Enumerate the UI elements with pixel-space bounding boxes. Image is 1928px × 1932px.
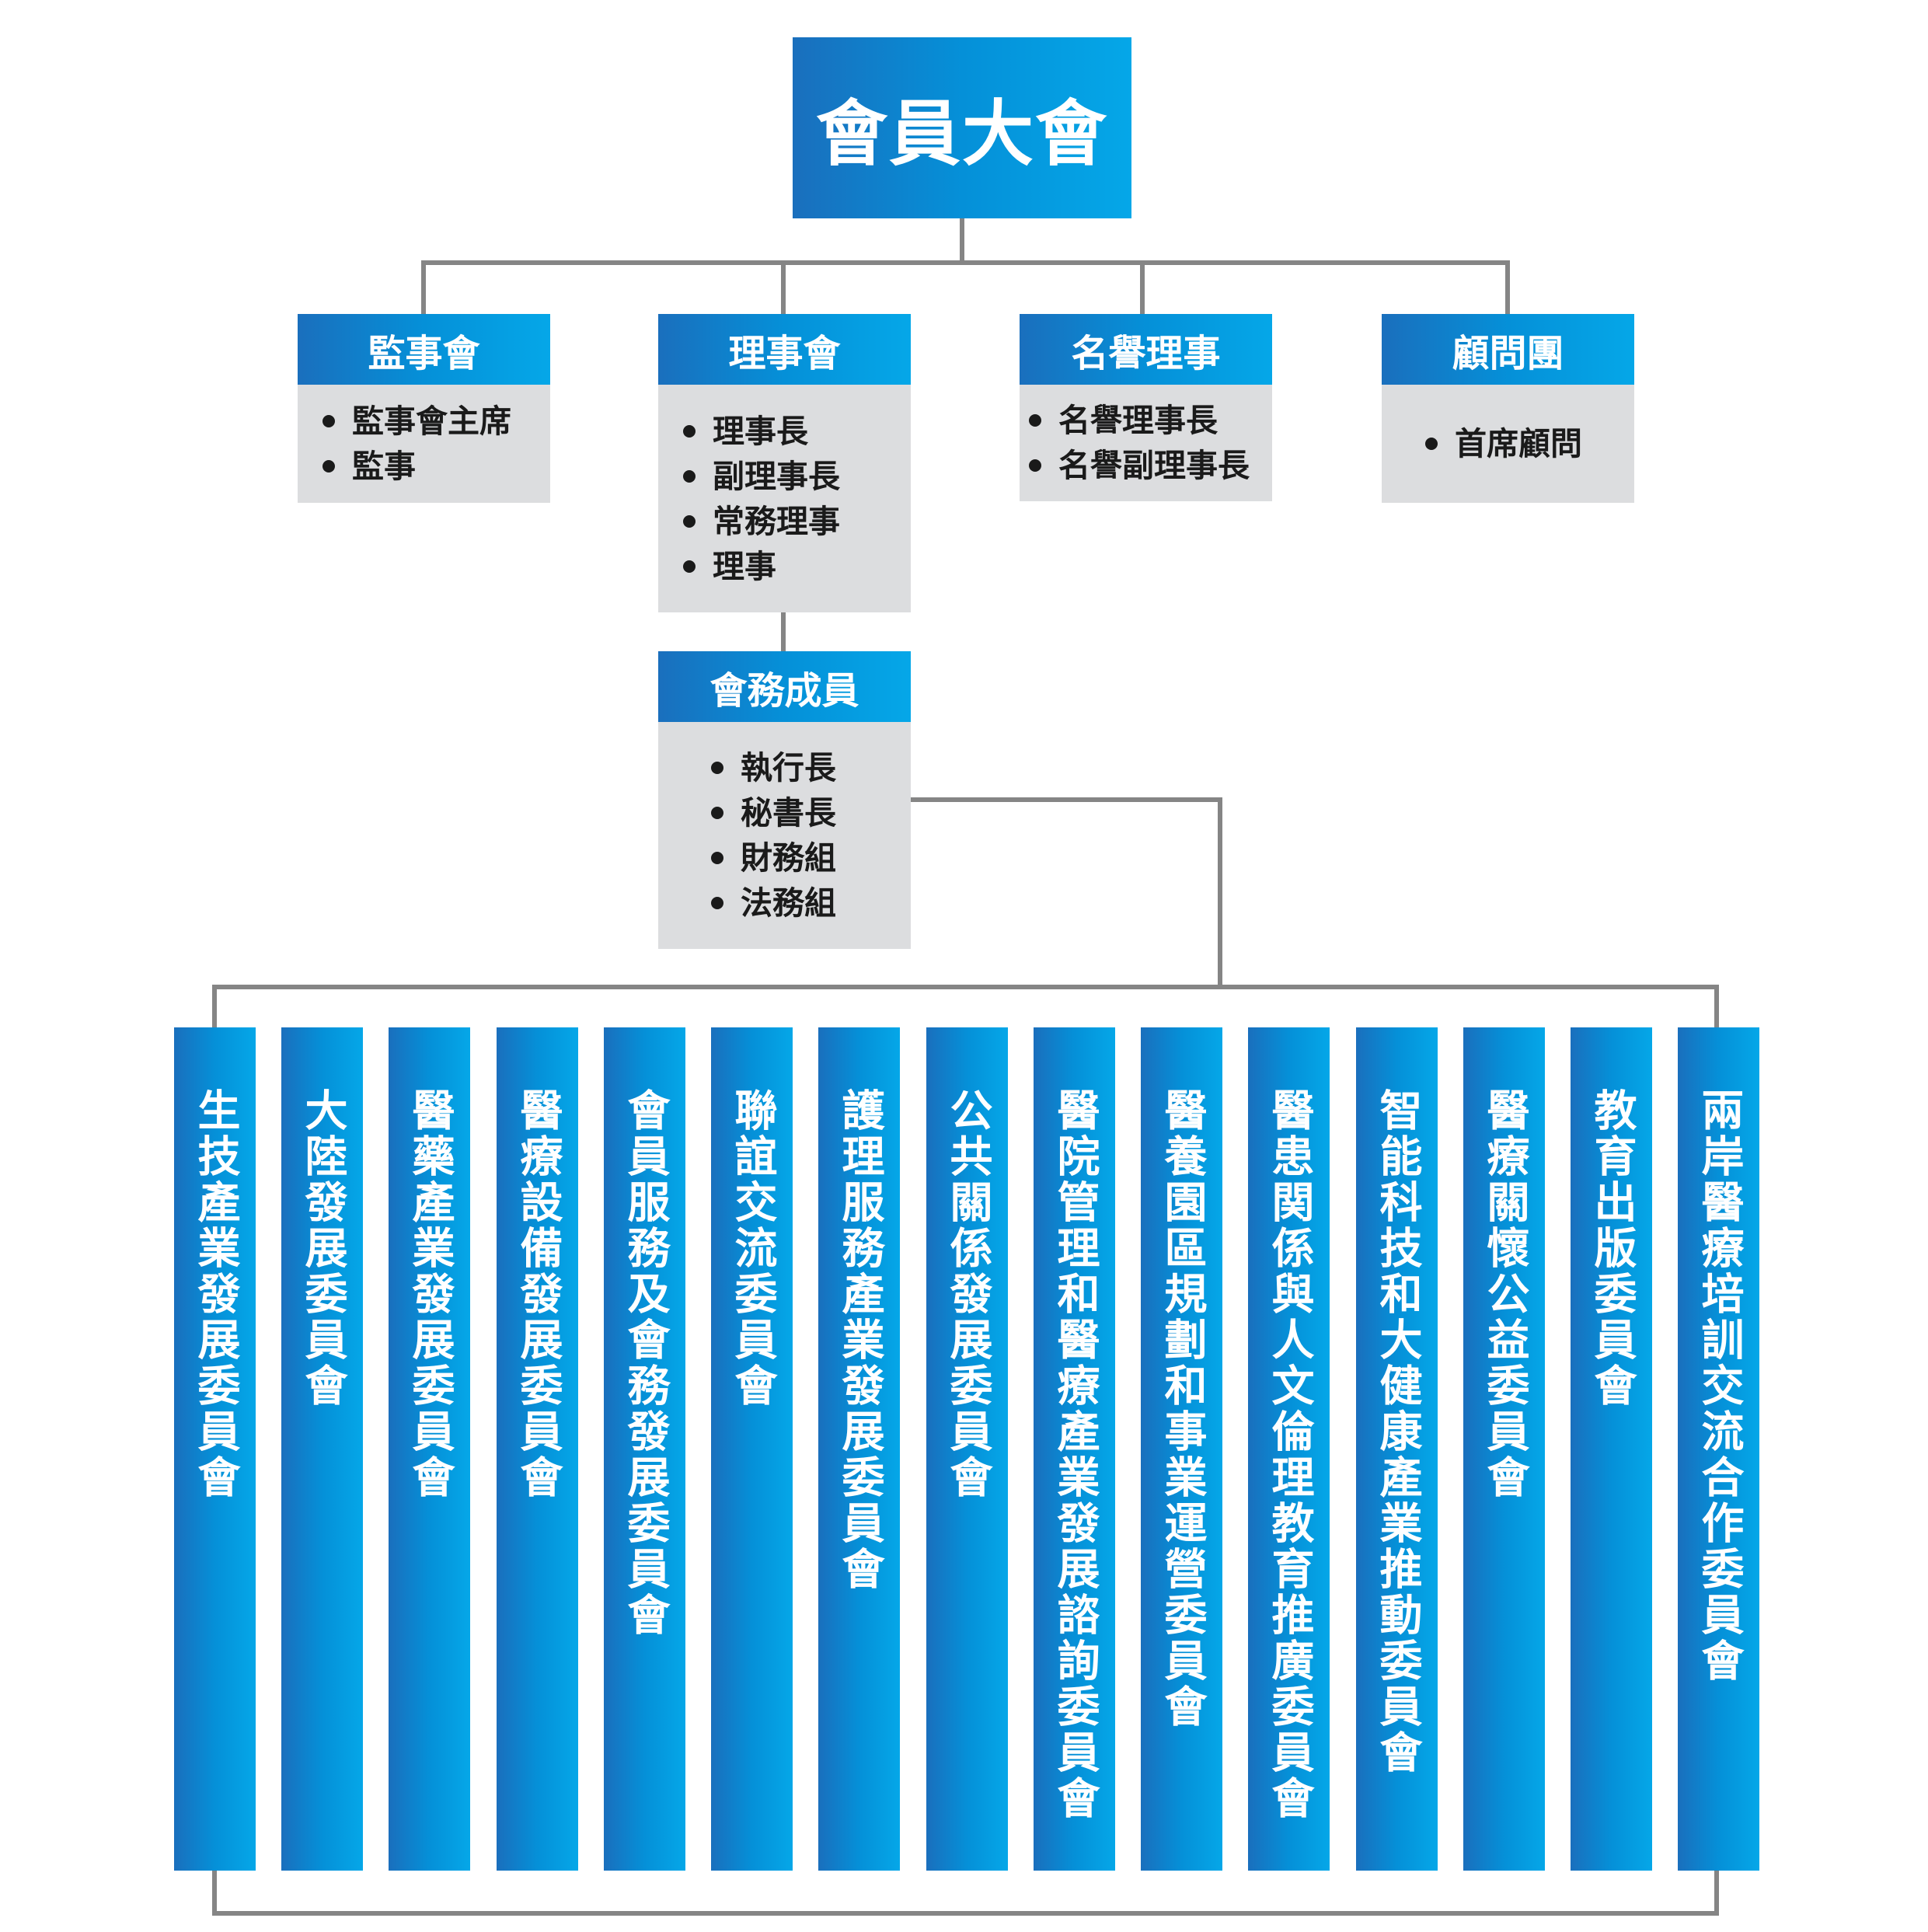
list-item: 名譽理事長 (1029, 398, 1272, 443)
bullet-icon (683, 560, 696, 573)
bullet-icon (1029, 414, 1041, 427)
bullet-icon (1425, 438, 1438, 450)
honorary-directors-node: 名譽理事 名譽理事長 名譽副理事長 (1020, 314, 1272, 501)
general-assembly-box: 會員大會 (793, 37, 1131, 218)
committee-column: 兩岸醫療培訓交流合作委員會 (1678, 1027, 1759, 1871)
committee-column: 會員服務及會務發展委員會 (604, 1027, 685, 1871)
board-of-directors-title: 理事會 (658, 314, 911, 385)
list-item: 理事 (683, 544, 911, 589)
secretariat-title: 會務成員 (658, 651, 911, 722)
list-item: 理事長 (683, 409, 911, 454)
committee-column: 醫患関係與人文倫理教育推廣委員會 (1248, 1027, 1330, 1871)
bullet-icon (1029, 459, 1041, 472)
list-item: 法務組 (711, 881, 911, 926)
list-item: 首席顧問 (1425, 421, 1634, 466)
supervisory-board-list: 監事會主席 監事 (298, 385, 550, 503)
advisory-group-title: 顧問團 (1382, 314, 1634, 385)
advisory-group-list: 首席顧問 (1382, 385, 1634, 503)
committee-column: 公共關係發展委員會 (926, 1027, 1008, 1871)
bullet-icon (683, 514, 696, 528)
general-assembly-title: 會員大會 (815, 92, 1108, 176)
committee-column: 醫療設備發展委員會 (497, 1027, 578, 1871)
bullet-icon (711, 807, 723, 819)
secretariat-node: 會務成員 執行長 秘書長 財務組 法務組 (658, 651, 911, 949)
bullet-icon (322, 460, 335, 473)
supervisory-board-title: 監事會 (298, 314, 550, 385)
committee-column: 醫藥產業發展委員會 (389, 1027, 470, 1871)
committee-column: 生技產業發展委員會 (174, 1027, 256, 1871)
supervisory-board-node: 監事會 監事會主席 監事 (298, 314, 550, 503)
secretariat-list: 執行長 秘書長 財務組 法務組 (658, 722, 911, 949)
list-item: 監事會主席 (322, 399, 550, 444)
committee-column: 護理服務產業發展委員會 (818, 1027, 900, 1871)
committee-column: 醫院管理和醫療產業發展諮詢委員會 (1034, 1027, 1115, 1871)
committee-column: 大陸發展委員會 (281, 1027, 363, 1871)
committee-column: 聯誼交流委員會 (711, 1027, 793, 1871)
committee-column: 教育出版委員會 (1571, 1027, 1652, 1871)
committee-column: 醫養園區規劃和事業運營委員會 (1141, 1027, 1222, 1871)
honorary-directors-list: 名譽理事長 名譽副理事長 (1020, 385, 1272, 501)
board-of-directors-node: 理事會 理事長 副理事長 常務理事 理事 (658, 314, 911, 612)
committee-column: 智能科技和大健康產業推動委員會 (1356, 1027, 1438, 1871)
bullet-icon (711, 897, 723, 909)
bullet-icon (683, 424, 696, 438)
list-item: 監事 (322, 444, 550, 489)
bullet-icon (683, 469, 696, 483)
list-item: 秘書長 (711, 790, 911, 835)
list-item: 常務理事 (683, 499, 911, 544)
list-item: 名譽副理事長 (1029, 443, 1272, 488)
board-of-directors-list: 理事長 副理事長 常務理事 理事 (658, 385, 911, 612)
bullet-icon (322, 415, 335, 427)
list-item: 財務組 (711, 835, 911, 881)
honorary-directors-title: 名譽理事 (1020, 314, 1272, 385)
bullet-icon (711, 762, 723, 774)
list-item: 執行長 (711, 745, 911, 790)
advisory-group-node: 顧問團 首席顧問 (1382, 314, 1634, 503)
bullet-icon (711, 852, 723, 864)
committee-column: 醫療關懷公益委員會 (1463, 1027, 1545, 1871)
list-item: 副理事長 (683, 454, 911, 499)
